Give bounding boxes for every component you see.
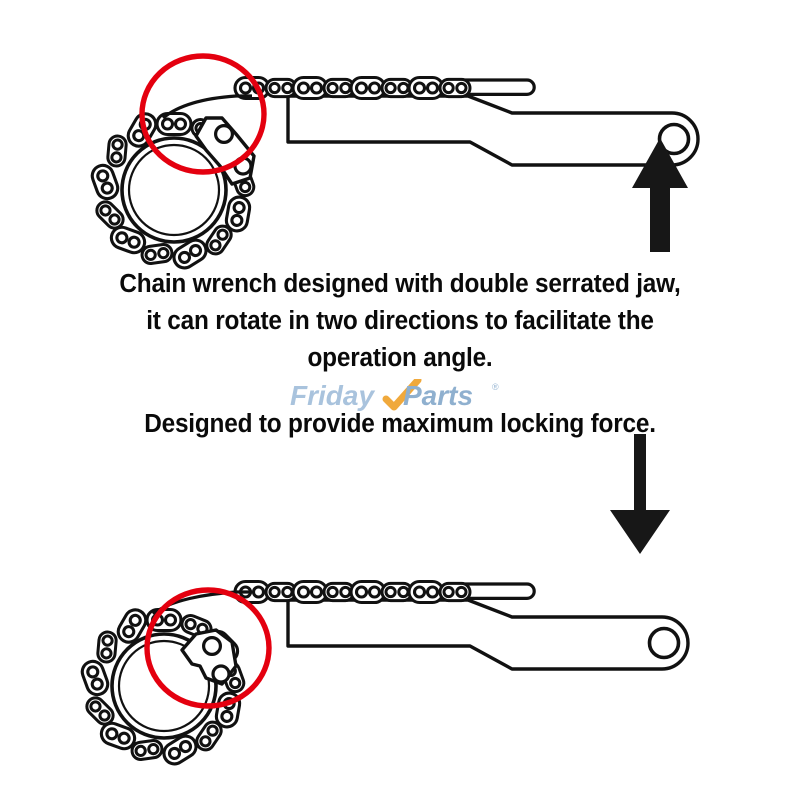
arrow-up-icon: [632, 138, 688, 252]
caption-line-3: operation angle.: [307, 344, 493, 372]
chain-wrench-illustration-bottom: [0, 538, 800, 798]
chain-wrench-svg-bottom: [77, 579, 690, 770]
pipe-inner-wall: [127, 143, 221, 237]
arrow-up-glyph: [632, 138, 688, 252]
arrow-down-icon: [610, 434, 670, 554]
arrow-down-glyph: [610, 434, 670, 554]
caption-text-block: Chain wrench designed with double serrat…: [0, 266, 800, 443]
chain-wrench-illustration-top: [0, 18, 800, 278]
chain-straight-run: [233, 579, 472, 605]
arrow-down: [588, 432, 698, 557]
chain-loop-top: [87, 75, 472, 274]
caption-line-4: Designed to provide maximum locking forc…: [144, 410, 656, 438]
caption-line-2: it can rotate in two directions to facil…: [146, 307, 654, 335]
caption-line-1: Chain wrench designed with double serrat…: [119, 270, 681, 298]
handle-hanging-hole: [647, 626, 681, 660]
chain-wrench-svg-top: [87, 53, 700, 274]
jaw-highlight-circle-top: [139, 53, 267, 175]
chain-straight-run: [233, 75, 472, 101]
arrow-up: [608, 130, 718, 255]
jaw-highlight-circle-bottom: [144, 587, 272, 709]
wrench-handle-bottom: [286, 582, 690, 671]
